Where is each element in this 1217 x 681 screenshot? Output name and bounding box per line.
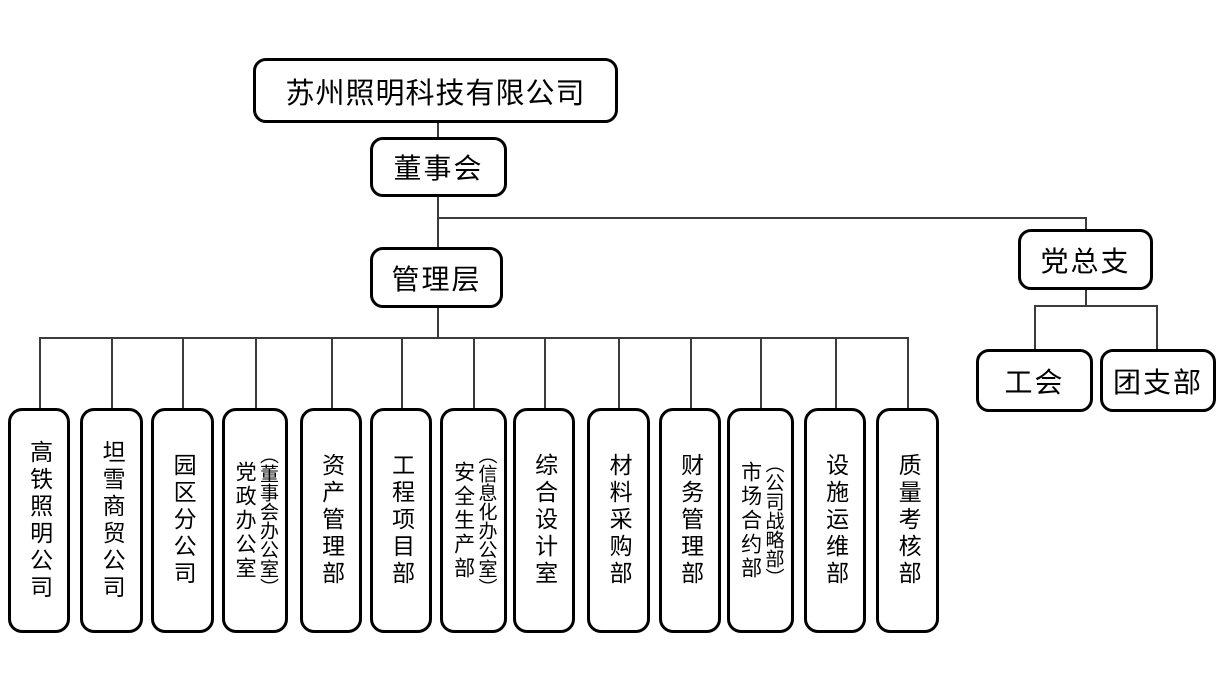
management-label: 管理层	[391, 264, 482, 296]
connector-line	[618, 337, 620, 408]
board-label: 董事会	[393, 154, 484, 185]
dept-label: 材料采购部	[606, 453, 632, 588]
connector-line	[1085, 217, 1087, 230]
connector-line	[111, 337, 113, 408]
connector-line	[544, 337, 546, 408]
connector-line	[331, 337, 333, 408]
node-youth-league: 团支部	[1100, 349, 1216, 412]
dept-label: 高铁照明公司	[26, 439, 52, 602]
dept-label: 坦雪商贸公司	[99, 439, 125, 602]
node-dept-quality-assessment: 质量考核部	[876, 408, 939, 633]
connector-line	[437, 307, 439, 337]
connector-line	[760, 337, 762, 408]
node-dept-tanxue-trading: 坦雪商贸公司	[80, 408, 143, 633]
node-dept-gaotie-lighting: 高铁照明公司	[8, 408, 70, 633]
connector-line	[1034, 305, 1036, 349]
dept-label: 工程项目部	[388, 453, 414, 588]
node-board: 董事会	[370, 137, 507, 197]
node-dept-general-design: 综合设计室	[513, 408, 575, 633]
connector-line	[690, 337, 692, 408]
connector-line	[473, 337, 475, 408]
node-dept-park-branch: 园区分公司	[151, 408, 214, 633]
node-dept-facility-operations: 设施运维部	[804, 408, 866, 633]
dept-label: 综合设计室	[531, 453, 557, 588]
union-label: 工会	[1004, 367, 1065, 399]
node-dept-engineering-project: 工程项目部	[370, 408, 432, 633]
dept-alt-label: （董事会办公室）	[256, 444, 278, 597]
connector-line	[182, 337, 184, 408]
node-union: 工会	[976, 349, 1093, 412]
dept-label: 园区分公司	[170, 453, 196, 588]
node-dept-asset-management: 资产管理部	[300, 408, 362, 633]
dept-label: 安全生产部	[451, 460, 476, 581]
connector-line	[1034, 305, 1157, 307]
node-company: 苏州照明科技有限公司	[253, 58, 618, 123]
dept-label: 党政办公室	[233, 460, 258, 581]
youth-league-label: 团支部	[1112, 367, 1203, 399]
connector-line	[835, 337, 837, 408]
connector-line	[1085, 290, 1087, 305]
dept-label: 资产管理部	[318, 453, 344, 588]
connector-line	[255, 337, 257, 408]
connector-line	[437, 122, 439, 138]
connector-line	[437, 217, 1086, 219]
node-party-branch: 党总支	[1018, 229, 1153, 290]
node-dept-market-contract: 市场合约部 （公司战略部）	[727, 408, 794, 633]
connector-line	[39, 337, 41, 408]
node-dept-finance-management: 财务管理部	[659, 408, 721, 633]
connector-line	[401, 337, 403, 408]
dept-label: 市场合约部	[738, 460, 763, 581]
dept-label: 质量考核部	[895, 453, 921, 588]
node-dept-party-gov-office: 党政办公室 （董事会办公室）	[222, 408, 288, 633]
dept-alt-label: （信息化办公室）	[475, 444, 497, 597]
company-label: 苏州照明科技有限公司	[285, 77, 586, 110]
dept-label: 财务管理部	[677, 453, 703, 588]
node-dept-material-procurement: 材料采购部	[587, 408, 650, 633]
connector-line	[437, 196, 439, 248]
connector-line	[907, 337, 909, 408]
node-dept-safety-production: 安全生产部 （信息化办公室）	[440, 408, 507, 633]
dept-label: 设施运维部	[822, 453, 848, 588]
connector-line	[1156, 305, 1158, 349]
dept-alt-label: （公司战略部）	[762, 454, 784, 587]
node-management: 管理层	[370, 247, 503, 308]
party-branch-label: 党总支	[1040, 246, 1131, 278]
